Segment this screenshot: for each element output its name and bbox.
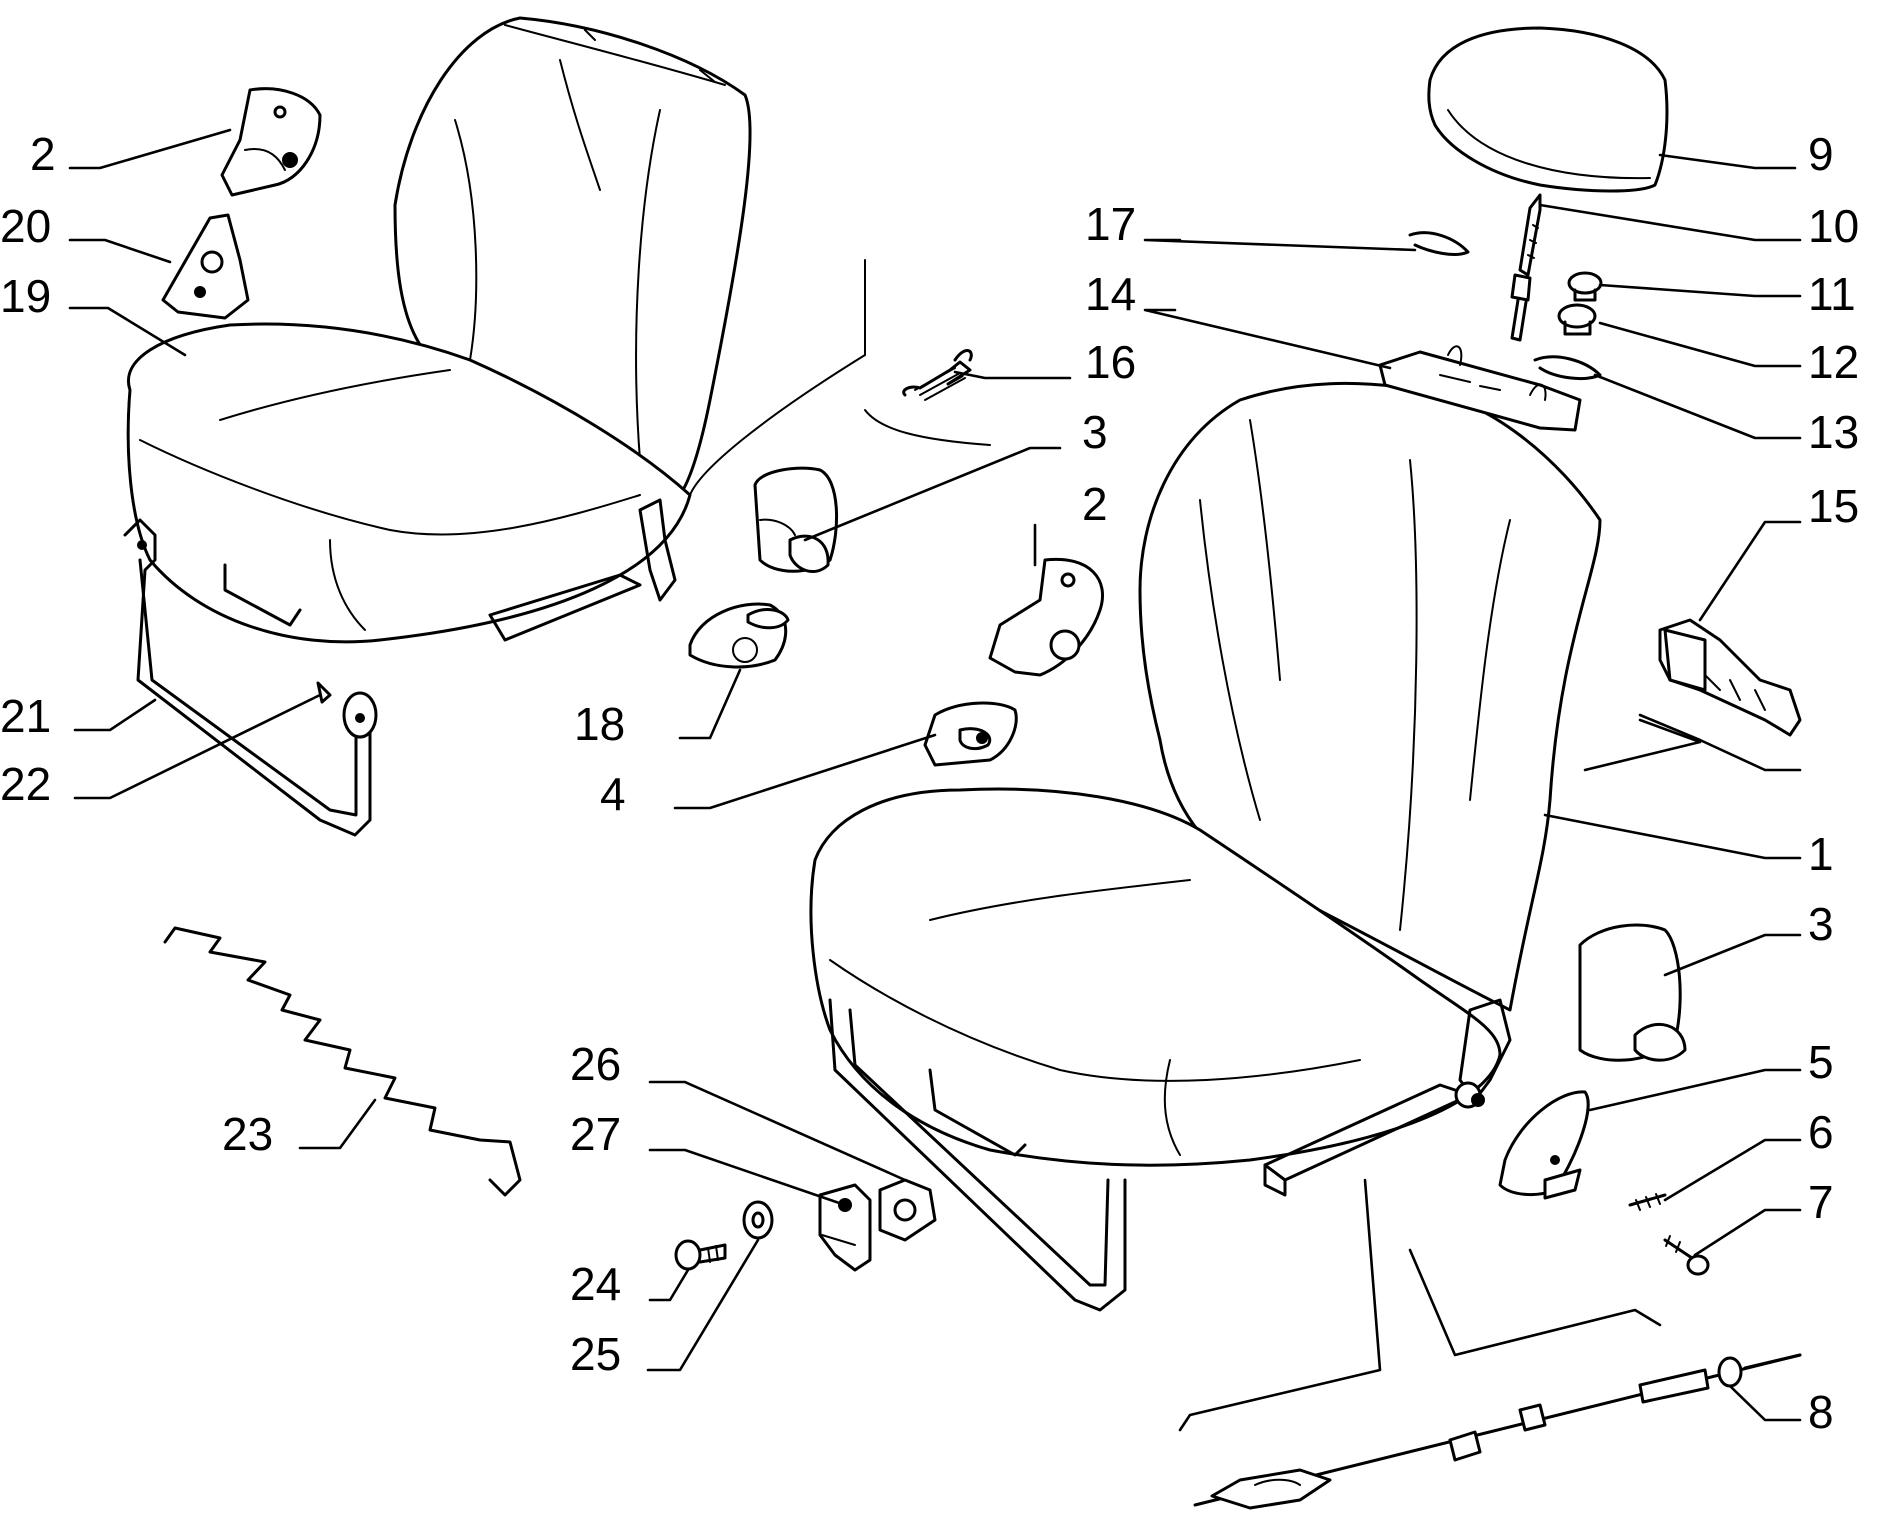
callout-16: 16 <box>1085 336 1136 388</box>
bracket-26 <box>878 1178 937 1242</box>
callout-3-right: 3 <box>1808 898 1834 950</box>
grommet-12 <box>1557 303 1597 336</box>
callout-1: 1 <box>1808 828 1834 880</box>
callout-3-left: 3 <box>1082 406 1108 458</box>
bolt-24 <box>674 1239 727 1271</box>
right-seat <box>809 381 1602 1312</box>
seat-bracket-2b <box>988 557 1105 677</box>
screw-7 <box>1663 1235 1710 1276</box>
callout-22: 22 <box>0 758 51 810</box>
spring-16 <box>902 349 973 401</box>
cover-18 <box>688 602 790 669</box>
frame-rod <box>123 518 378 837</box>
callout-12: 12 <box>1808 336 1859 388</box>
bezel-4 <box>923 701 1018 767</box>
callout-11: 11 <box>1808 268 1856 320</box>
left-seat <box>126 16 991 644</box>
headrest-9 <box>1427 26 1669 193</box>
seat-spring <box>163 926 522 1197</box>
callout-19: 19 <box>0 270 51 322</box>
callout-14: 14 <box>1085 268 1136 320</box>
callout-13: 13 <box>1808 406 1859 458</box>
callout-26: 26 <box>570 1038 621 1090</box>
callout-20: 20 <box>0 200 51 252</box>
leader-lines <box>68 128 1802 1432</box>
clip-13 <box>1533 355 1602 381</box>
callout-2-upper-left: 2 <box>30 128 56 180</box>
callout-18: 18 <box>574 698 625 750</box>
seat-bracket-2a <box>220 87 322 197</box>
backrest-trim-14 <box>1378 345 1582 432</box>
recliner-knob-3a <box>753 466 838 573</box>
callout-17: 17 <box>1085 198 1136 250</box>
release-cable-8 <box>1193 1353 1802 1510</box>
cover-5 <box>1498 1090 1590 1200</box>
clamp-27 <box>818 1183 872 1272</box>
callout-23: 23 <box>222 1108 273 1160</box>
callout-25: 25 <box>570 1328 621 1380</box>
callout-2-center: 2 <box>1082 478 1108 530</box>
callout-5: 5 <box>1808 1036 1834 1088</box>
callout-15: 15 <box>1808 480 1859 532</box>
callout-10: 10 <box>1808 200 1859 252</box>
callout-labels: 2 20 19 21 22 23 16 3 2 18 4 17 14 9 10 … <box>0 128 1859 1438</box>
callout-27: 27 <box>570 1108 621 1160</box>
callout-4: 4 <box>600 768 626 820</box>
callout-24: 24 <box>570 1258 621 1310</box>
headrest-guide-10 <box>1510 193 1542 342</box>
clip-17 <box>1408 231 1470 256</box>
screw-6 <box>1628 1193 1667 1211</box>
callout-6: 6 <box>1808 1106 1834 1158</box>
washer-25 <box>742 1200 774 1240</box>
grommet-11 <box>1567 271 1603 302</box>
callout-7: 7 <box>1808 1176 1834 1228</box>
callout-8: 8 <box>1808 1386 1834 1438</box>
latch-15 <box>1658 618 1802 737</box>
callout-21: 21 <box>0 690 51 742</box>
recliner-knob-3b <box>1578 923 1687 1062</box>
callout-9: 9 <box>1808 128 1834 180</box>
hinge-plate-20 <box>161 213 250 320</box>
